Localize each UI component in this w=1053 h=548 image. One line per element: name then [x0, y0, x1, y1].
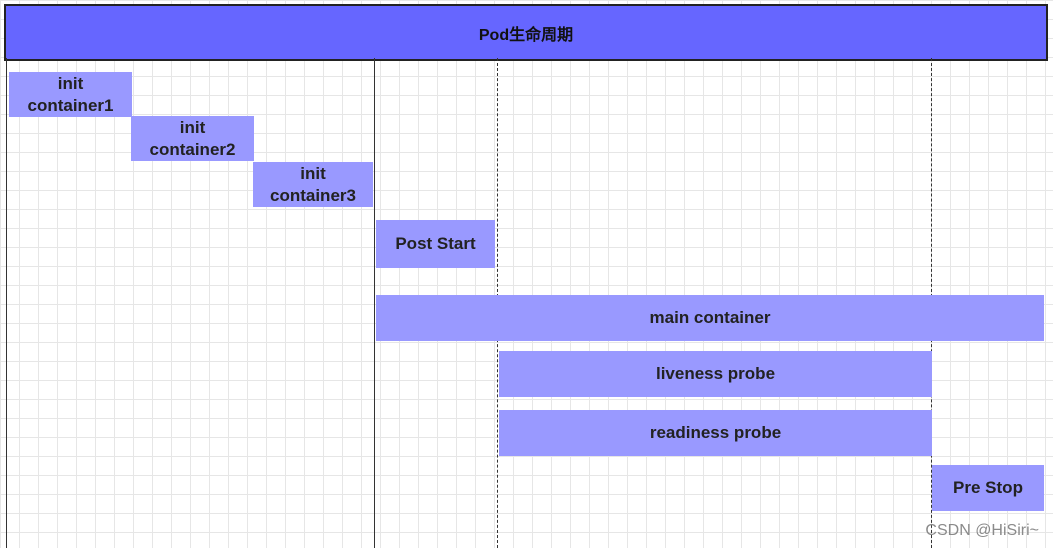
left-boundary-line [6, 58, 7, 548]
init-container-2-bar: init container2 [131, 116, 254, 161]
liveness-probe-bar: liveness probe [499, 351, 932, 397]
readiness-probe-bar: readiness probe [499, 410, 932, 456]
post-start-bar: Post Start [376, 220, 495, 268]
init-end-line [374, 58, 375, 548]
init-container-3-bar: init container3 [253, 162, 373, 207]
pre-stop-bar: Pre Stop [932, 465, 1044, 511]
diagram-title: Pod生命周期 [4, 4, 1048, 61]
watermark: CSDN @HiSiri~ [925, 522, 1039, 539]
init-container-1-bar: init container1 [9, 72, 132, 117]
main-container-bar: main container [376, 295, 1044, 341]
